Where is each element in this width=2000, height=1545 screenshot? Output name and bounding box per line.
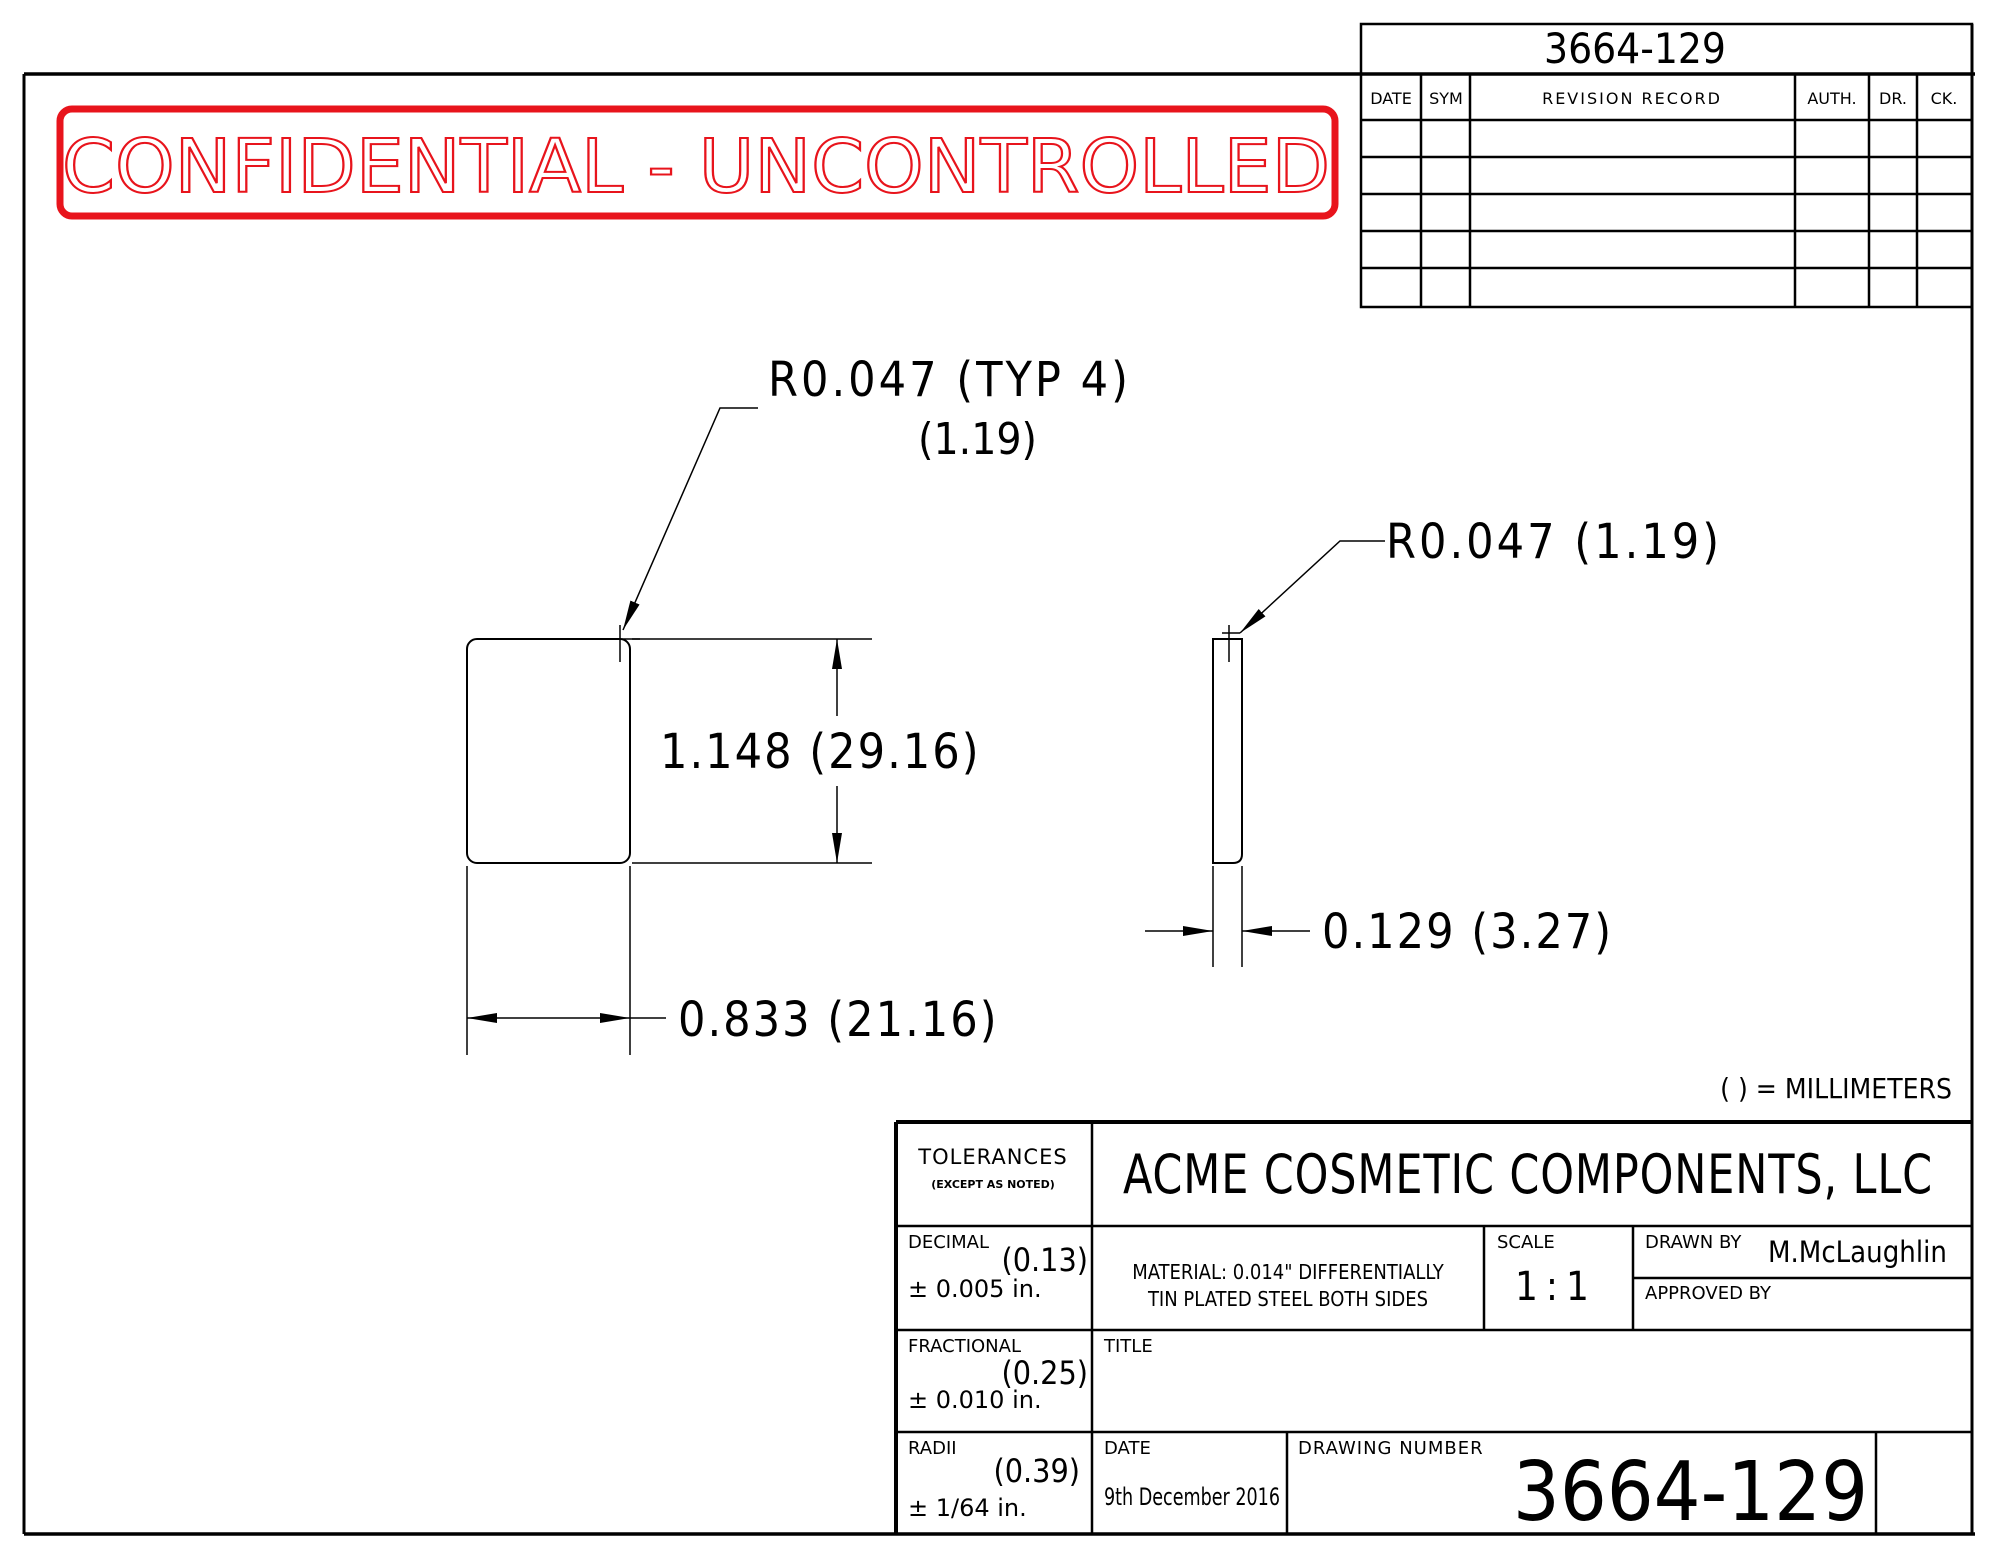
fractional-value: ± 0.010 in. (908, 1386, 1042, 1414)
rev-col-date: DATE (1370, 89, 1412, 108)
radii-label: RADII (908, 1438, 957, 1459)
confidential-stamp: CONFIDENTIAL - UNCONTROLLED (56, 105, 1339, 220)
width-dimension: 0.833 (21.16) (678, 992, 999, 1048)
side-radius-label: R0.047 (1.19) (1386, 514, 1722, 570)
thickness-dimension: 0.129 (3.27) (1322, 904, 1613, 960)
radius-typ-mm: (1.19) (918, 414, 1037, 465)
company-name: ACME COSMETIC COMPONENTS, LLC (1123, 1143, 1933, 1206)
tolerances-sub: (EXCEPT AS NOTED) (931, 1178, 1055, 1191)
decimal-label: DECIMAL (908, 1232, 989, 1253)
fractional-label: FRACTIONAL (908, 1336, 1021, 1357)
date-label: DATE (1104, 1438, 1151, 1459)
decimal-value: ± 0.005 in. (908, 1275, 1042, 1303)
front-view (466, 407, 872, 1055)
drawn-by-label: DRAWN BY (1645, 1232, 1742, 1253)
revision-block (1359, 22, 1974, 309)
sheet-border (22, 24, 1975, 1536)
drawing-number-value: 3664-129 (1513, 1445, 1868, 1540)
tolerances-label: TOLERANCES (917, 1145, 1067, 1169)
drawn-by-value: M.McLaughlin (1768, 1235, 1947, 1269)
radius-typ-label: R0.047 (TYP 4) (768, 352, 1131, 408)
stamp-text: CONFIDENTIAL - UNCONTROLLED (62, 124, 1330, 210)
material-line-2: TIN PLATED STEEL BOTH SIDES (1147, 1287, 1428, 1311)
drawing-number-label: DRAWING NUMBER (1298, 1438, 1484, 1459)
date-value: 9th December 2016 (1104, 1483, 1280, 1511)
side-view (1145, 540, 1385, 967)
title-block (894, 1120, 1972, 1534)
rev-col-ck: CK. (1931, 89, 1958, 108)
scale-value: 1:1 (1515, 1264, 1597, 1310)
rev-col-auth: AUTH. (1807, 89, 1856, 108)
height-dimension: 1.148 (29.16) (660, 724, 981, 780)
radii-mm: (0.39) (993, 1452, 1080, 1490)
scale-label: SCALE (1497, 1232, 1555, 1253)
units-note: ( ) = MILLIMETERS (1720, 1072, 1952, 1105)
approved-by-label: APPROVED BY (1645, 1283, 1772, 1304)
title-label: TITLE (1103, 1336, 1153, 1357)
decimal-mm: (0.13) (1001, 1241, 1088, 1279)
rev-col-sym: SYM (1429, 89, 1463, 108)
drawing-number-top: 3664-129 (1544, 24, 1726, 73)
radii-value: ± 1/64 in. (908, 1494, 1027, 1522)
rev-col-revision-record: REVISION RECORD (1542, 89, 1722, 108)
fractional-mm: (0.25) (1001, 1354, 1088, 1392)
rev-col-dr: DR. (1879, 89, 1907, 108)
material-line-1: MATERIAL: 0.014" DIFFERENTIALLY (1132, 1260, 1445, 1284)
